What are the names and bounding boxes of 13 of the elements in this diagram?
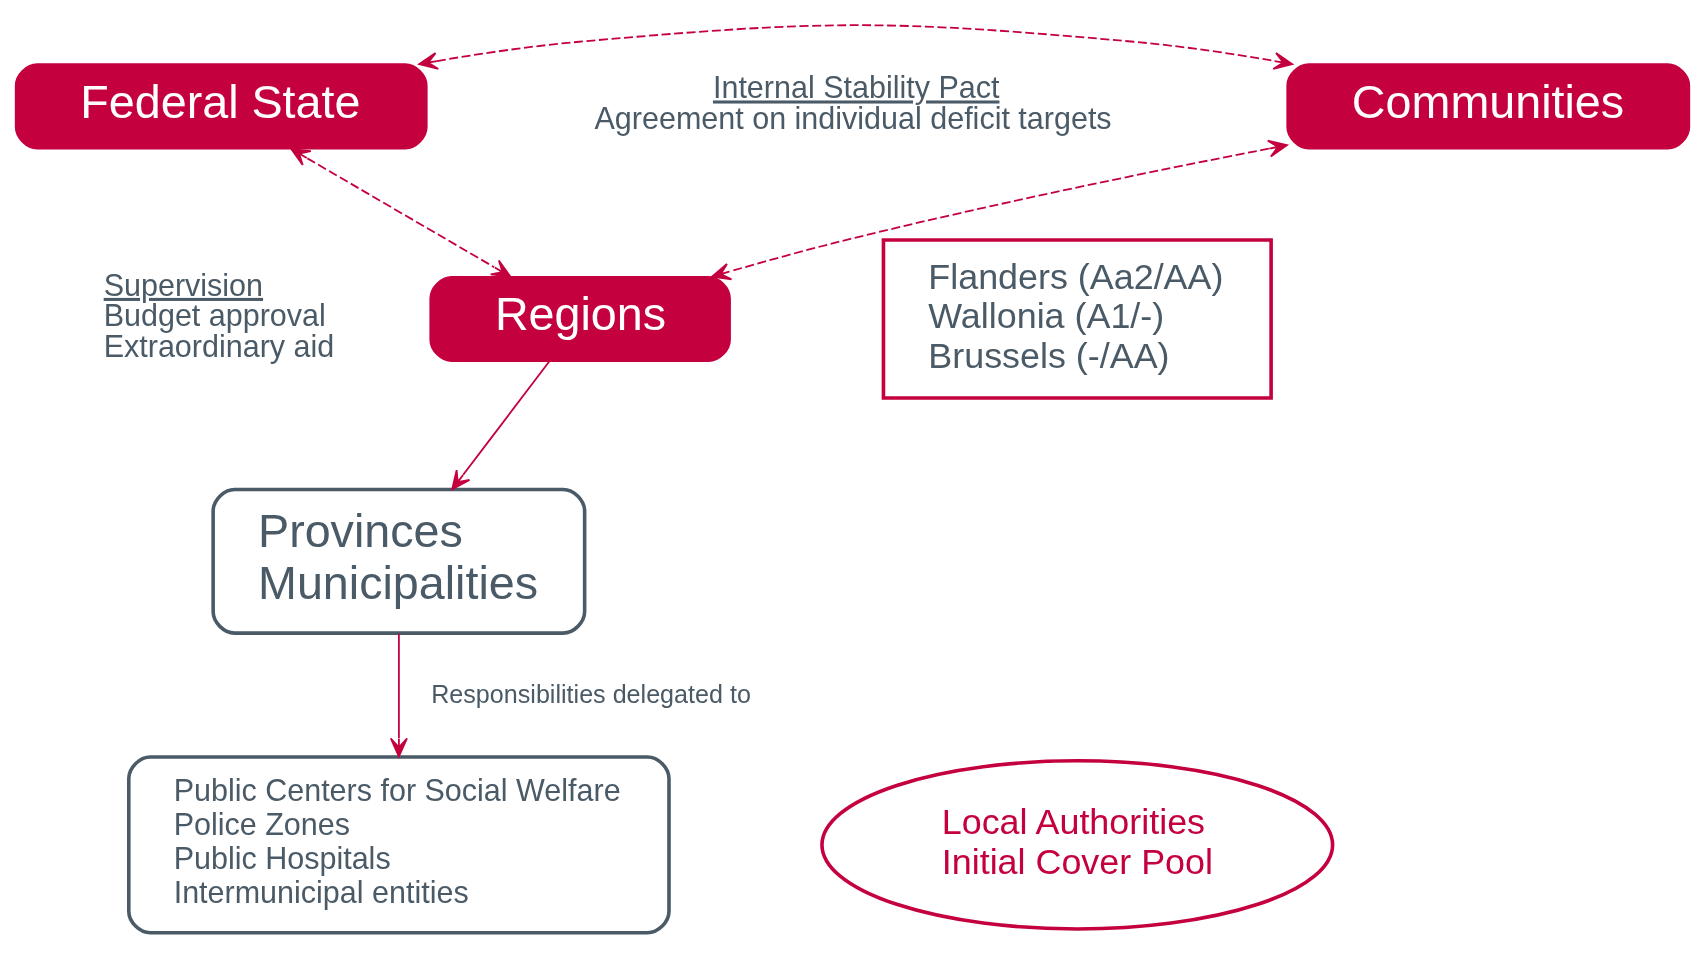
node-ellipse: Local Authorities Initial Cover Pool — [820, 758, 1335, 931]
arrow — [290, 147, 512, 277]
arrow — [389, 632, 408, 757]
node-box: Communities — [1286, 62, 1691, 149]
node-box: Federal State — [14, 62, 428, 149]
node-box: Regions — [429, 275, 731, 362]
node-box: Flanders (Aa2/AA) Wallonia (A1/-) Brussels (-/AA) — [881, 237, 1273, 400]
node-box: Public Centers for Social Welfare Police Zones Public Hospitals Intermunicipal entities — [127, 754, 671, 935]
arrow — [451, 359, 551, 490]
node-box: Provinces Municipalities — [211, 487, 587, 635]
arrow — [711, 139, 1288, 280]
arrow — [418, 23, 1294, 70]
edge-label: Responsibilities delegated to — [431, 679, 751, 708]
